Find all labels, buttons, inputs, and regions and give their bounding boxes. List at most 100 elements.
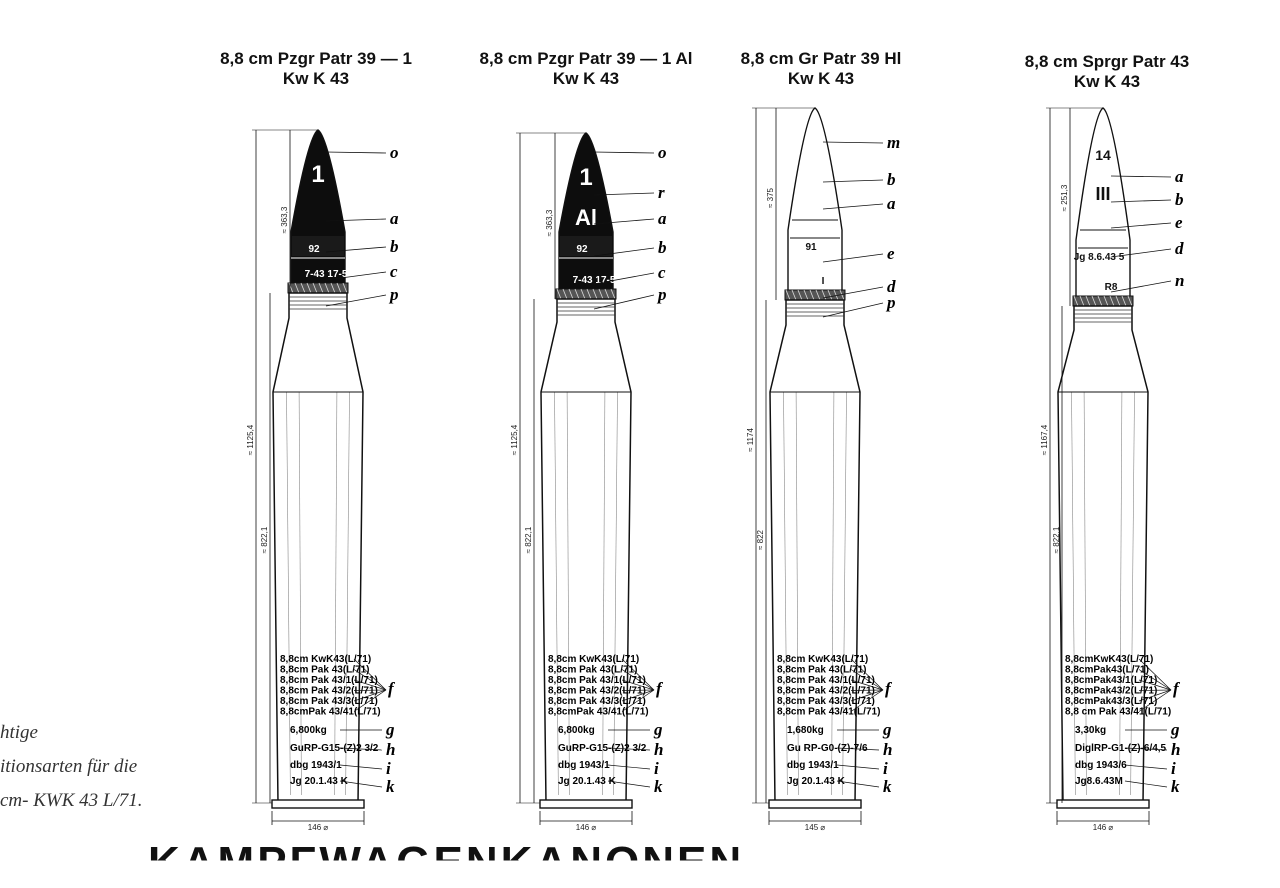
case-stencil-powder: Gu RP-G0-(Z)-7/6 xyxy=(787,743,868,754)
callout-letter-o: o xyxy=(658,143,667,162)
base-width-dimension: 146 ⌀ xyxy=(1093,823,1114,832)
case-stencil-line: 8,8cm Pak 43(L/71) xyxy=(548,665,638,676)
callout-letter-g: g xyxy=(1170,720,1180,739)
callout-letter-b: b xyxy=(1175,190,1184,209)
base-width-dimension: 146 ⌀ xyxy=(308,823,329,832)
case-length-dimension: ≈ 822,1 xyxy=(1052,526,1061,553)
callout-letter-b: b xyxy=(658,238,667,257)
nose-mark-primary: 1 xyxy=(579,164,592,191)
callout-letter-a: a xyxy=(887,194,896,213)
overall-length-dimension: ≈ 1174 xyxy=(746,428,755,452)
case-stencil-powder: GuRP-G15-(Z)2 3/2 xyxy=(558,743,647,754)
callout-letter-d: d xyxy=(1175,239,1184,258)
case-rim xyxy=(1056,799,1150,809)
round4-title-line1: 8,8 cm Sprgr Patr 43 xyxy=(1024,52,1190,71)
case-stencil-lot1: dbg 1943/6 xyxy=(1075,760,1127,771)
caption-line3: cm- KWK 43 L/71. xyxy=(0,790,143,811)
case-stencil-line: 8,8cmPak 43/41(L/71) xyxy=(280,707,381,718)
callout-letter-f: f xyxy=(885,679,893,698)
nose-mark-primary: 1 xyxy=(311,161,324,188)
projectile-length-dimension: ≈ 363,3 xyxy=(280,206,289,233)
callout-letter-a: a xyxy=(1175,167,1184,186)
projectile-length-dimension: ≈ 363,3 xyxy=(545,209,554,236)
callout-letter-g: g xyxy=(882,720,892,739)
callout-letter-k: k xyxy=(386,777,395,796)
case-rim xyxy=(271,799,365,809)
case-stencil-line: 8,8cm KwK43(L/71) xyxy=(280,654,371,665)
callout-letter-e: e xyxy=(1175,213,1183,232)
callout-letter-c: c xyxy=(390,262,398,281)
projectile-length-dimension: ≈ 251,3 xyxy=(1060,184,1069,211)
fuse-mark-number: 92 xyxy=(308,244,320,255)
nose-mark-primary: 14 xyxy=(1095,147,1111,163)
callout-letter-h: h xyxy=(654,740,663,759)
case-stencil-line: 8,8cm Pak 43(L/71) xyxy=(777,665,867,676)
overall-length-dimension: ≈ 1167,4 xyxy=(1040,424,1049,455)
case-stencil-lot2: Jg 20.1.43 K xyxy=(558,776,617,787)
case-stencil-lot2: Jg 20.1.43 K xyxy=(290,776,349,787)
round1-title-line2: Kw K 43 xyxy=(282,69,350,88)
callout-letter-k: k xyxy=(654,777,663,796)
callout-letter-p: p xyxy=(656,285,667,304)
case-length-dimension: ≈ 822,1 xyxy=(260,526,269,553)
callout-letter-f: f xyxy=(1173,679,1181,698)
case-stencil-line: 8,8cm Pak 43/3(L/71) xyxy=(548,696,646,707)
case-stencil-line: 8,8cmKwK43(L/71) xyxy=(1065,654,1153,665)
callout-letter-n: n xyxy=(1175,271,1184,290)
projectile-ogive xyxy=(290,129,346,286)
callout-letter-h: h xyxy=(1171,740,1180,759)
case-stencil-line: 8,8cm KwK43(L/71) xyxy=(548,654,639,665)
overall-length-dimension: ≈ 1125,4 xyxy=(246,424,255,455)
case-stencil-line: 8,8cm Pak 43/2(L/71) xyxy=(777,686,875,697)
round3-title: 8,8 cm Gr Patr 39 Hl Kw K 43 xyxy=(741,49,902,89)
callout-letter-i: i xyxy=(883,759,888,778)
base-width-dimension: 145 ⌀ xyxy=(805,823,826,832)
round1-title: 8,8 cm Pzgr Patr 39 — 1 Kw K 43 xyxy=(220,49,412,89)
fuse-mark-number: 91 xyxy=(805,242,817,253)
case-stencil-line: 8,8cm Pak 43(L/71) xyxy=(280,665,370,676)
fuse-mark-secondary: 7-43 17-5 xyxy=(573,275,616,286)
callout-letter-e: e xyxy=(887,244,895,263)
callout-letter-p: p xyxy=(388,285,399,304)
bottom-heading: KAMPFWAGENKANONEN xyxy=(148,838,745,887)
case-stencil-line: 8,8cm KwK43(L/71) xyxy=(777,654,868,665)
round2-title: 8,8 cm Pzgr Patr 39 — 1 Al Kw K 43 xyxy=(480,49,693,89)
callout-letter-g: g xyxy=(385,720,395,739)
fuse-mark-number: 92 xyxy=(576,244,588,255)
case-stencil-line: 8,8cmPak43/1(L/71) xyxy=(1065,675,1157,686)
caption-line2: itionsarten für die xyxy=(0,756,138,777)
round3-title-line1: 8,8 cm Gr Patr 39 Hl xyxy=(740,49,902,68)
callout-letter-i: i xyxy=(654,759,659,778)
callout-letter-a: a xyxy=(390,209,399,228)
ammunition-drawing: 1 92 7-43 17-5 146 ⌀ ≈ 1125,4 ≈ 822,1 ≈ 363,3 o… xyxy=(246,107,1184,832)
callout-letter-i: i xyxy=(386,759,391,778)
case-stencil-line: 8,8cmPak43/3(L/71) xyxy=(1065,696,1157,707)
base-width-dimension: 146 ⌀ xyxy=(576,823,597,832)
round2-title-line1: 8,8 cm Pzgr Patr 39 — 1 Al xyxy=(479,49,693,68)
projectile-length-dimension: ≈ 375 xyxy=(766,187,775,208)
case-stencil-powder: DiglRP-G1-(Z)-6/4,5 xyxy=(1075,743,1167,754)
fuse-mark-secondary: 7-43 17-5 xyxy=(305,269,348,280)
round3-title-line2: Kw K 43 xyxy=(787,69,855,88)
callout-letter-k: k xyxy=(1171,777,1180,796)
case-stencil-weight: 3,30kg xyxy=(1075,725,1106,736)
projectile-ogive xyxy=(787,107,843,293)
fuse-mark-number: Jg 8.6.43 5 xyxy=(1074,252,1125,263)
case-stencil-lot1: dbg 1943/1 xyxy=(787,760,839,771)
callout-letter-f: f xyxy=(388,679,396,698)
round4-title-line2: Kw K 43 xyxy=(1073,72,1141,91)
case-stencil-line: 8,8cmPak 43/41(L/71) xyxy=(548,707,649,718)
callout-letter-d: d xyxy=(887,277,896,296)
case-length-dimension: ≈ 822 xyxy=(756,529,765,550)
callout-letter-r: r xyxy=(658,183,665,202)
case-stencil-line: 8,8 cm Pak 43/41(L/71) xyxy=(1065,707,1171,718)
case-stencil-line: 8,8cmPak43(L/71) xyxy=(1065,665,1149,676)
callout-letter-b: b xyxy=(887,170,896,189)
callout-letter-h: h xyxy=(883,740,892,759)
case-stencil-line: 8,8cm Pak 43/2(L/71) xyxy=(280,686,378,697)
round4-title: 8,8 cm Sprgr Patr 43 Kw K 43 xyxy=(1025,52,1189,92)
overall-length-dimension: ≈ 1125,4 xyxy=(510,424,519,455)
